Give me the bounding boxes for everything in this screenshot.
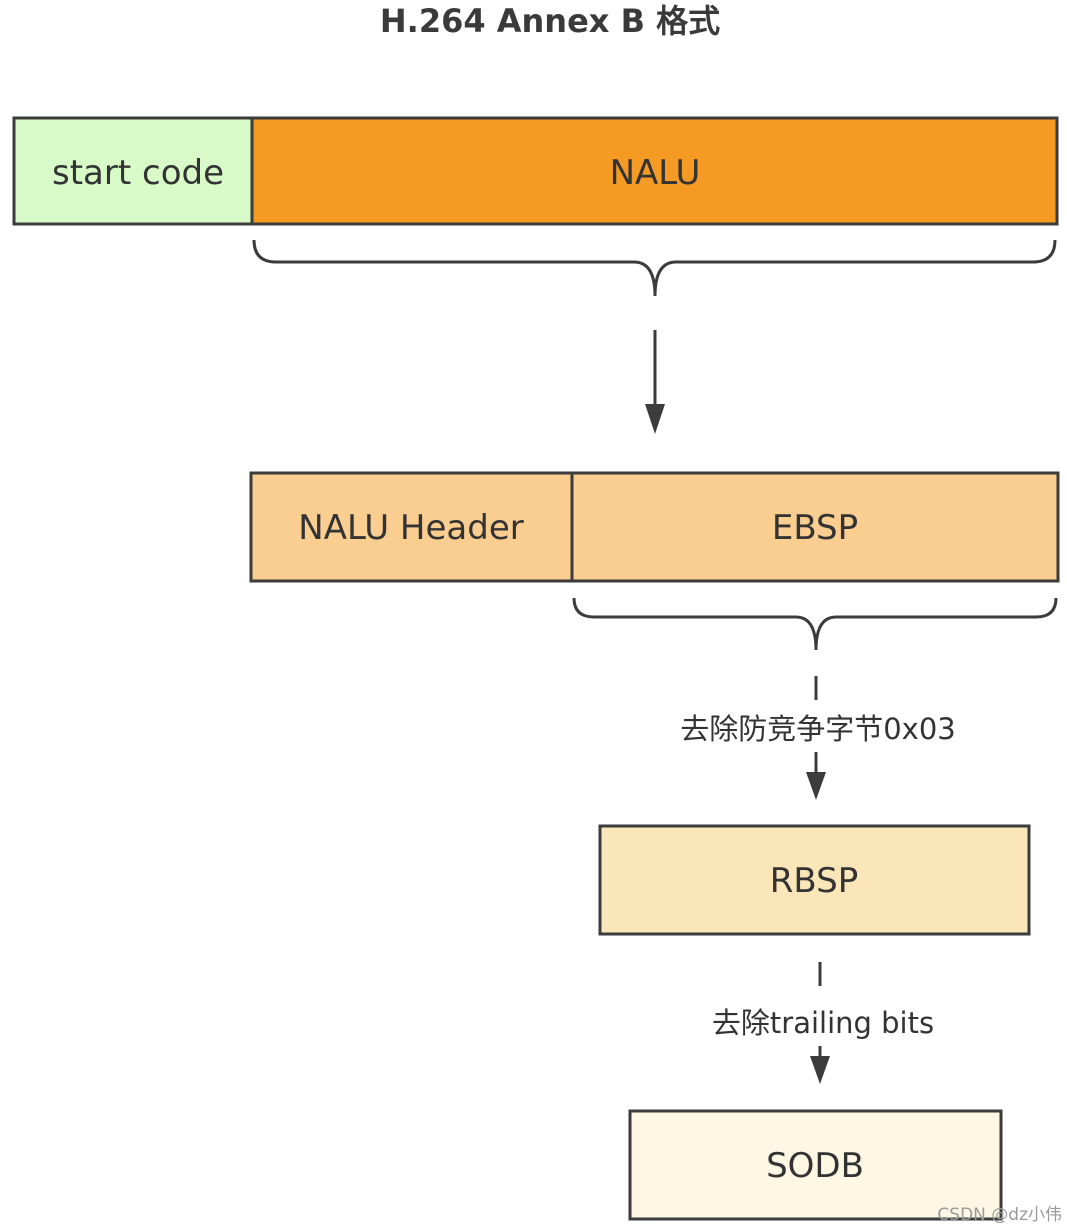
- ebsp-box: [570, 471, 1060, 583]
- rbsp-to-sodb-label: 去除trailing bits: [712, 1006, 934, 1040]
- ebsp-to-rbsp-arrow: [806, 676, 826, 800]
- rbsp-to-sodb-arrow: [810, 962, 830, 1084]
- nalu-label: NALU: [610, 153, 701, 193]
- nalu-brace: [252, 239, 1057, 297]
- rbsp-box: [598, 824, 1031, 936]
- nalu-box: [250, 116, 1059, 226]
- nalu-to-split-arrow: [645, 330, 665, 434]
- ebsp-label: EBSP: [772, 508, 858, 548]
- sodb-block: SODB: [628, 1109, 1003, 1221]
- nalu-header-box: [249, 471, 574, 583]
- nalu-block: NALU: [250, 116, 1059, 226]
- watermark: CSDN @dz小伟: [937, 1205, 1062, 1225]
- rbsp-block: RBSP: [598, 824, 1031, 936]
- sodb-box: [628, 1109, 1003, 1221]
- nalu-header-block: NALU Header: [249, 471, 574, 583]
- nalu-header-label: NALU Header: [298, 508, 523, 548]
- start-code-label: start code: [52, 153, 224, 193]
- ebsp-to-rbsp-label: 去除防竞争字节0x03: [680, 712, 956, 746]
- start-code-block: start code: [12, 116, 254, 226]
- start-code-box: [12, 116, 254, 226]
- ebsp-block: EBSP: [570, 471, 1060, 583]
- sodb-label: SODB: [766, 1146, 864, 1186]
- rbsp-label: RBSP: [770, 861, 858, 901]
- diagram-title: H.264 Annex B 格式: [380, 2, 720, 40]
- ebsp-brace: [572, 597, 1058, 651]
